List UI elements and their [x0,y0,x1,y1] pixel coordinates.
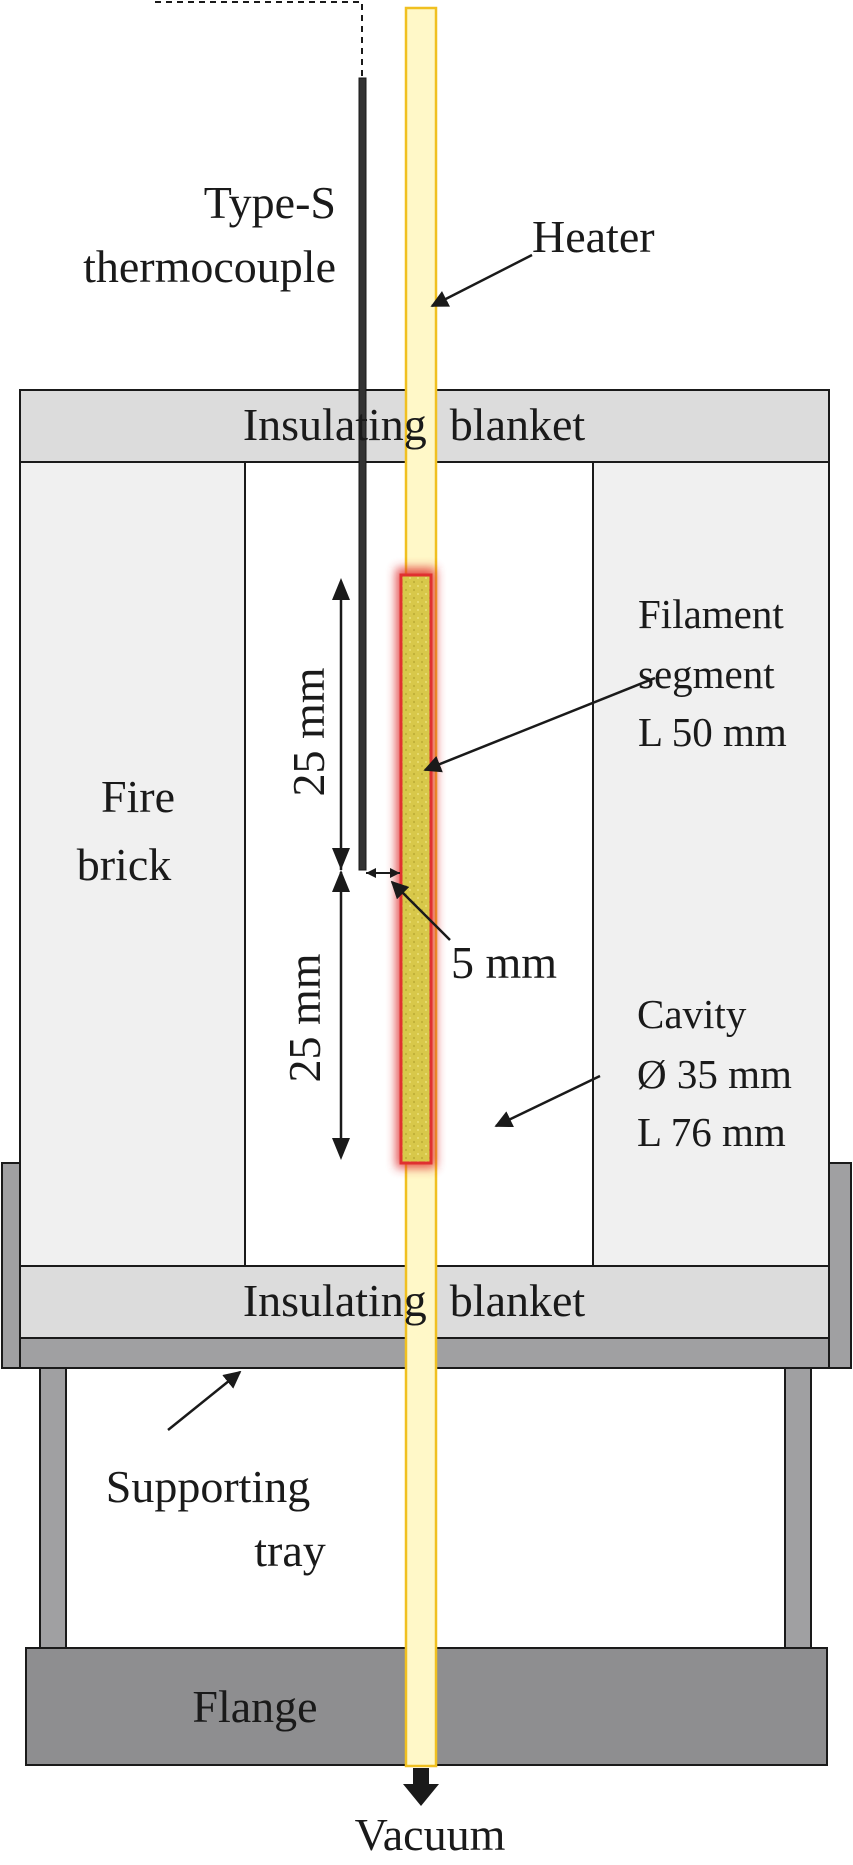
thermocouple [358,77,367,871]
dimension-upper-label: 25 mm [283,667,334,796]
heater-label: Heater [532,211,655,262]
arrowhead-lower-top [332,870,350,892]
blanket-bottom-label: Insulating blanket [243,1275,586,1326]
flange-label: Flange [192,1681,317,1732]
filament-segment [399,573,433,1165]
cavity-label-line1: Cavity [637,991,747,1037]
filament-leader [423,676,656,773]
cavity-label-line3: L 76 mm [637,1109,786,1155]
vacuum-label: Vacuum [355,1809,506,1860]
blanket-top-label: Insulating blanket [243,399,586,450]
vacuum-arrow-shaft [413,1768,429,1786]
fire-brick-label-line1: Fire [101,771,175,822]
tray-label-line1: Supporting [106,1461,310,1512]
filament-label-line3: L 50 mm [638,709,787,755]
cavity-leader [494,1074,601,1128]
tray-label-line2: tray [254,1525,326,1576]
leg-left [39,1367,67,1649]
thermocouple-label-line1: Type-S [204,177,336,228]
arrowhead-lower-bottom [332,1138,350,1160]
filament-label-line1: Filament [638,591,784,637]
tray-leader [167,1370,242,1431]
arrowhead-upper-top [332,578,350,600]
vacuum-arrow-head [403,1784,439,1806]
dimension-lower-label: 25 mm [279,953,330,1082]
thermocouple-lead-dashed [155,1,363,78]
leg-right [784,1367,812,1649]
fire-brick-label-line2: brick [77,839,172,890]
heater-leader [430,253,533,308]
fire-brick-left [19,461,246,1267]
filament-label-line2: segment [638,651,775,697]
cavity-label-line2: Ø 35 mm [637,1051,792,1097]
gap-leader [390,880,451,941]
thermocouple-label-line2: thermocouple [83,241,336,292]
arrowhead-upper-bottom [332,848,350,870]
tray-right-wall [828,1162,852,1369]
gap-label: 5 mm [451,937,557,988]
gap-arrowhead-right [390,868,400,878]
gap-arrowhead-left [366,868,376,878]
